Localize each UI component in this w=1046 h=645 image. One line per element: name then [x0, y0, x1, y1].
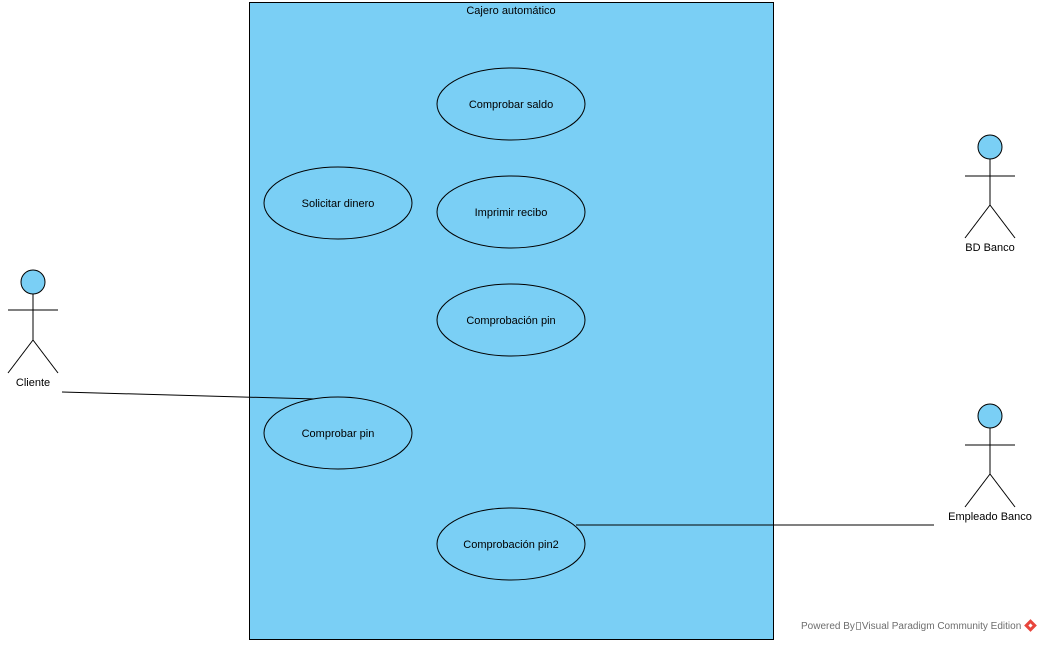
actor-empleado-banco[interactable]: Empleado Banco [948, 403, 1032, 523]
actor-label: Empleado Banco [948, 511, 1032, 523]
actor-head [20, 269, 46, 295]
visual-paradigm-logo-icon [1024, 619, 1038, 632]
use-case-ellipse [436, 507, 586, 581]
use-case-label: Imprimir recibo [475, 207, 548, 219]
actor-cliente[interactable]: Cliente [7, 269, 59, 389]
actor-head [977, 403, 1003, 429]
use-case-solicitar-dinero[interactable]: Solicitar dinero [263, 166, 413, 240]
use-case-imprimir-recibo[interactable]: Imprimir recibo [436, 175, 586, 249]
use-case-comprobar-saldo[interactable]: Comprobar saldo [436, 67, 586, 141]
product-name: Visual Paradigm Community Edition [861, 621, 1022, 632]
actor-left-leg [964, 204, 991, 239]
powered-by-text: Powered By [801, 621, 855, 632]
actor-left-leg [7, 339, 34, 374]
actor-right-leg [989, 473, 1016, 508]
actor-label: Cliente [16, 377, 50, 389]
powered-by-footer: Powered By Visual Paradigm Community Edit… [801, 619, 1038, 632]
use-case-ellipse [263, 166, 413, 240]
use-case-comprobar-pin[interactable]: Comprobar pin [263, 396, 413, 470]
actor-bd-banco[interactable]: BD Banco [964, 134, 1016, 254]
use-case-ellipse [263, 396, 413, 470]
actor-left-leg [964, 473, 991, 508]
system-title: Cajero automático [466, 5, 555, 17]
use-case-label: Comprobación pin2 [463, 539, 558, 551]
use-case-label: Comprobar saldo [469, 99, 553, 111]
use-case-comprobacion-pin[interactable]: Comprobación pin [436, 283, 586, 357]
use-case-label: Solicitar dinero [302, 198, 375, 210]
actor-right-leg [989, 204, 1016, 239]
actor-head [977, 134, 1003, 160]
association-cliente-comprobar-pin [61, 391, 317, 400]
actor-right-leg [32, 339, 59, 374]
use-case-label: Comprobación pin [466, 315, 555, 327]
use-case-ellipse [436, 67, 586, 141]
use-case-ellipse [436, 175, 586, 249]
use-case-label: Comprobar pin [302, 428, 375, 440]
use-case-comprobacion-pin2[interactable]: Comprobación pin2 [436, 507, 586, 581]
use-case-ellipse [436, 283, 586, 357]
missing-glyph-icon [855, 622, 861, 630]
actor-label: BD Banco [965, 242, 1015, 254]
